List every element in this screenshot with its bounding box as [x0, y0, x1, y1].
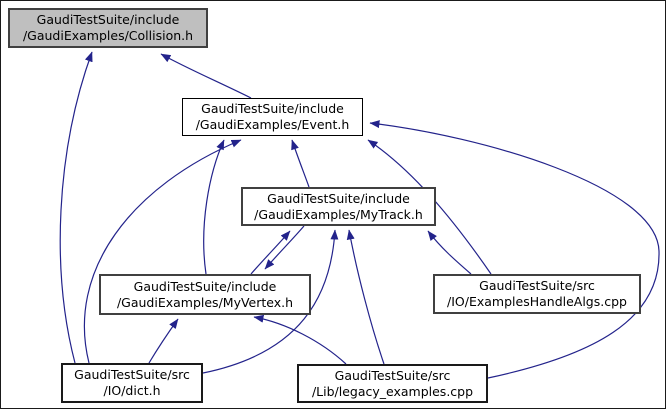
edge-legacy-to-mytrack [346, 229, 385, 365]
edge-mytrack-to-myvertex [264, 225, 305, 270]
edge-dict-to-collision [59, 51, 93, 364]
edge-myvertex-to-mytrack [250, 230, 291, 275]
node-label-line1: GaudiTestSuite/src [479, 278, 595, 293]
node-label-line2: /Lib/legacy_examples.cpp [311, 383, 474, 399]
node-legacy-examples-cpp[interactable]: GaudiTestSuite/src /Lib/legacy_examples.… [297, 364, 488, 403]
node-label-line2: /IO/ExamplesHandleAlgs.cpp [447, 294, 627, 309]
edge-event-to-collision [160, 53, 252, 99]
edge-dict-to-mytrack [202, 229, 339, 374]
node-label-line1: GaudiTestSuite/src [334, 367, 451, 383]
node-dict-h[interactable]: GaudiTestSuite/src /IO/dict.h [61, 363, 203, 403]
node-label-line1: GaudiTestSuite/include [36, 12, 180, 27]
node-label-line2: /GaudiExamples/MyTrack.h [254, 206, 423, 222]
node-label-line1: GaudiTestSuite/src [74, 367, 190, 382]
edge-dict-to-event [83, 139, 242, 364]
node-exampleshandlealgs-cpp[interactable]: GaudiTestSuite/src /IO/ExamplesHandleAlg… [433, 274, 641, 314]
edge-mytrack-to-event [291, 139, 310, 188]
node-label-line2: /GaudiExamples/Collision.h [22, 28, 194, 43]
node-mytrack-h[interactable]: GaudiTestSuite/include /GaudiExamples/My… [241, 187, 436, 226]
node-myvertex-h[interactable]: GaudiTestSuite/include /GaudiExamples/My… [99, 274, 311, 315]
node-label-line2: /GaudiExamples/Event.h [195, 117, 350, 132]
node-label-line1: GaudiTestSuite/include [201, 101, 344, 116]
node-event-h[interactable]: GaudiTestSuite/include /GaudiExamples/Ev… [182, 98, 363, 136]
node-label-line2: /IO/dict.h [103, 383, 161, 398]
node-collision-h[interactable]: GaudiTestSuite/include /GaudiExamples/Co… [8, 8, 208, 48]
edge-dict-to-myvertex [148, 318, 179, 364]
node-label-line1: GaudiTestSuite/include [133, 278, 277, 294]
edge-exampleshandlealgs-to-mytrack [427, 230, 472, 275]
edge-myvertex-to-event [203, 139, 225, 275]
edge-legacy-to-myvertex [253, 314, 347, 365]
node-label-line1: GaudiTestSuite/include [267, 190, 410, 206]
node-label-line2: /GaudiExamples/MyVertex.h [116, 294, 294, 310]
edge-legacy-to-event [369, 120, 660, 379]
